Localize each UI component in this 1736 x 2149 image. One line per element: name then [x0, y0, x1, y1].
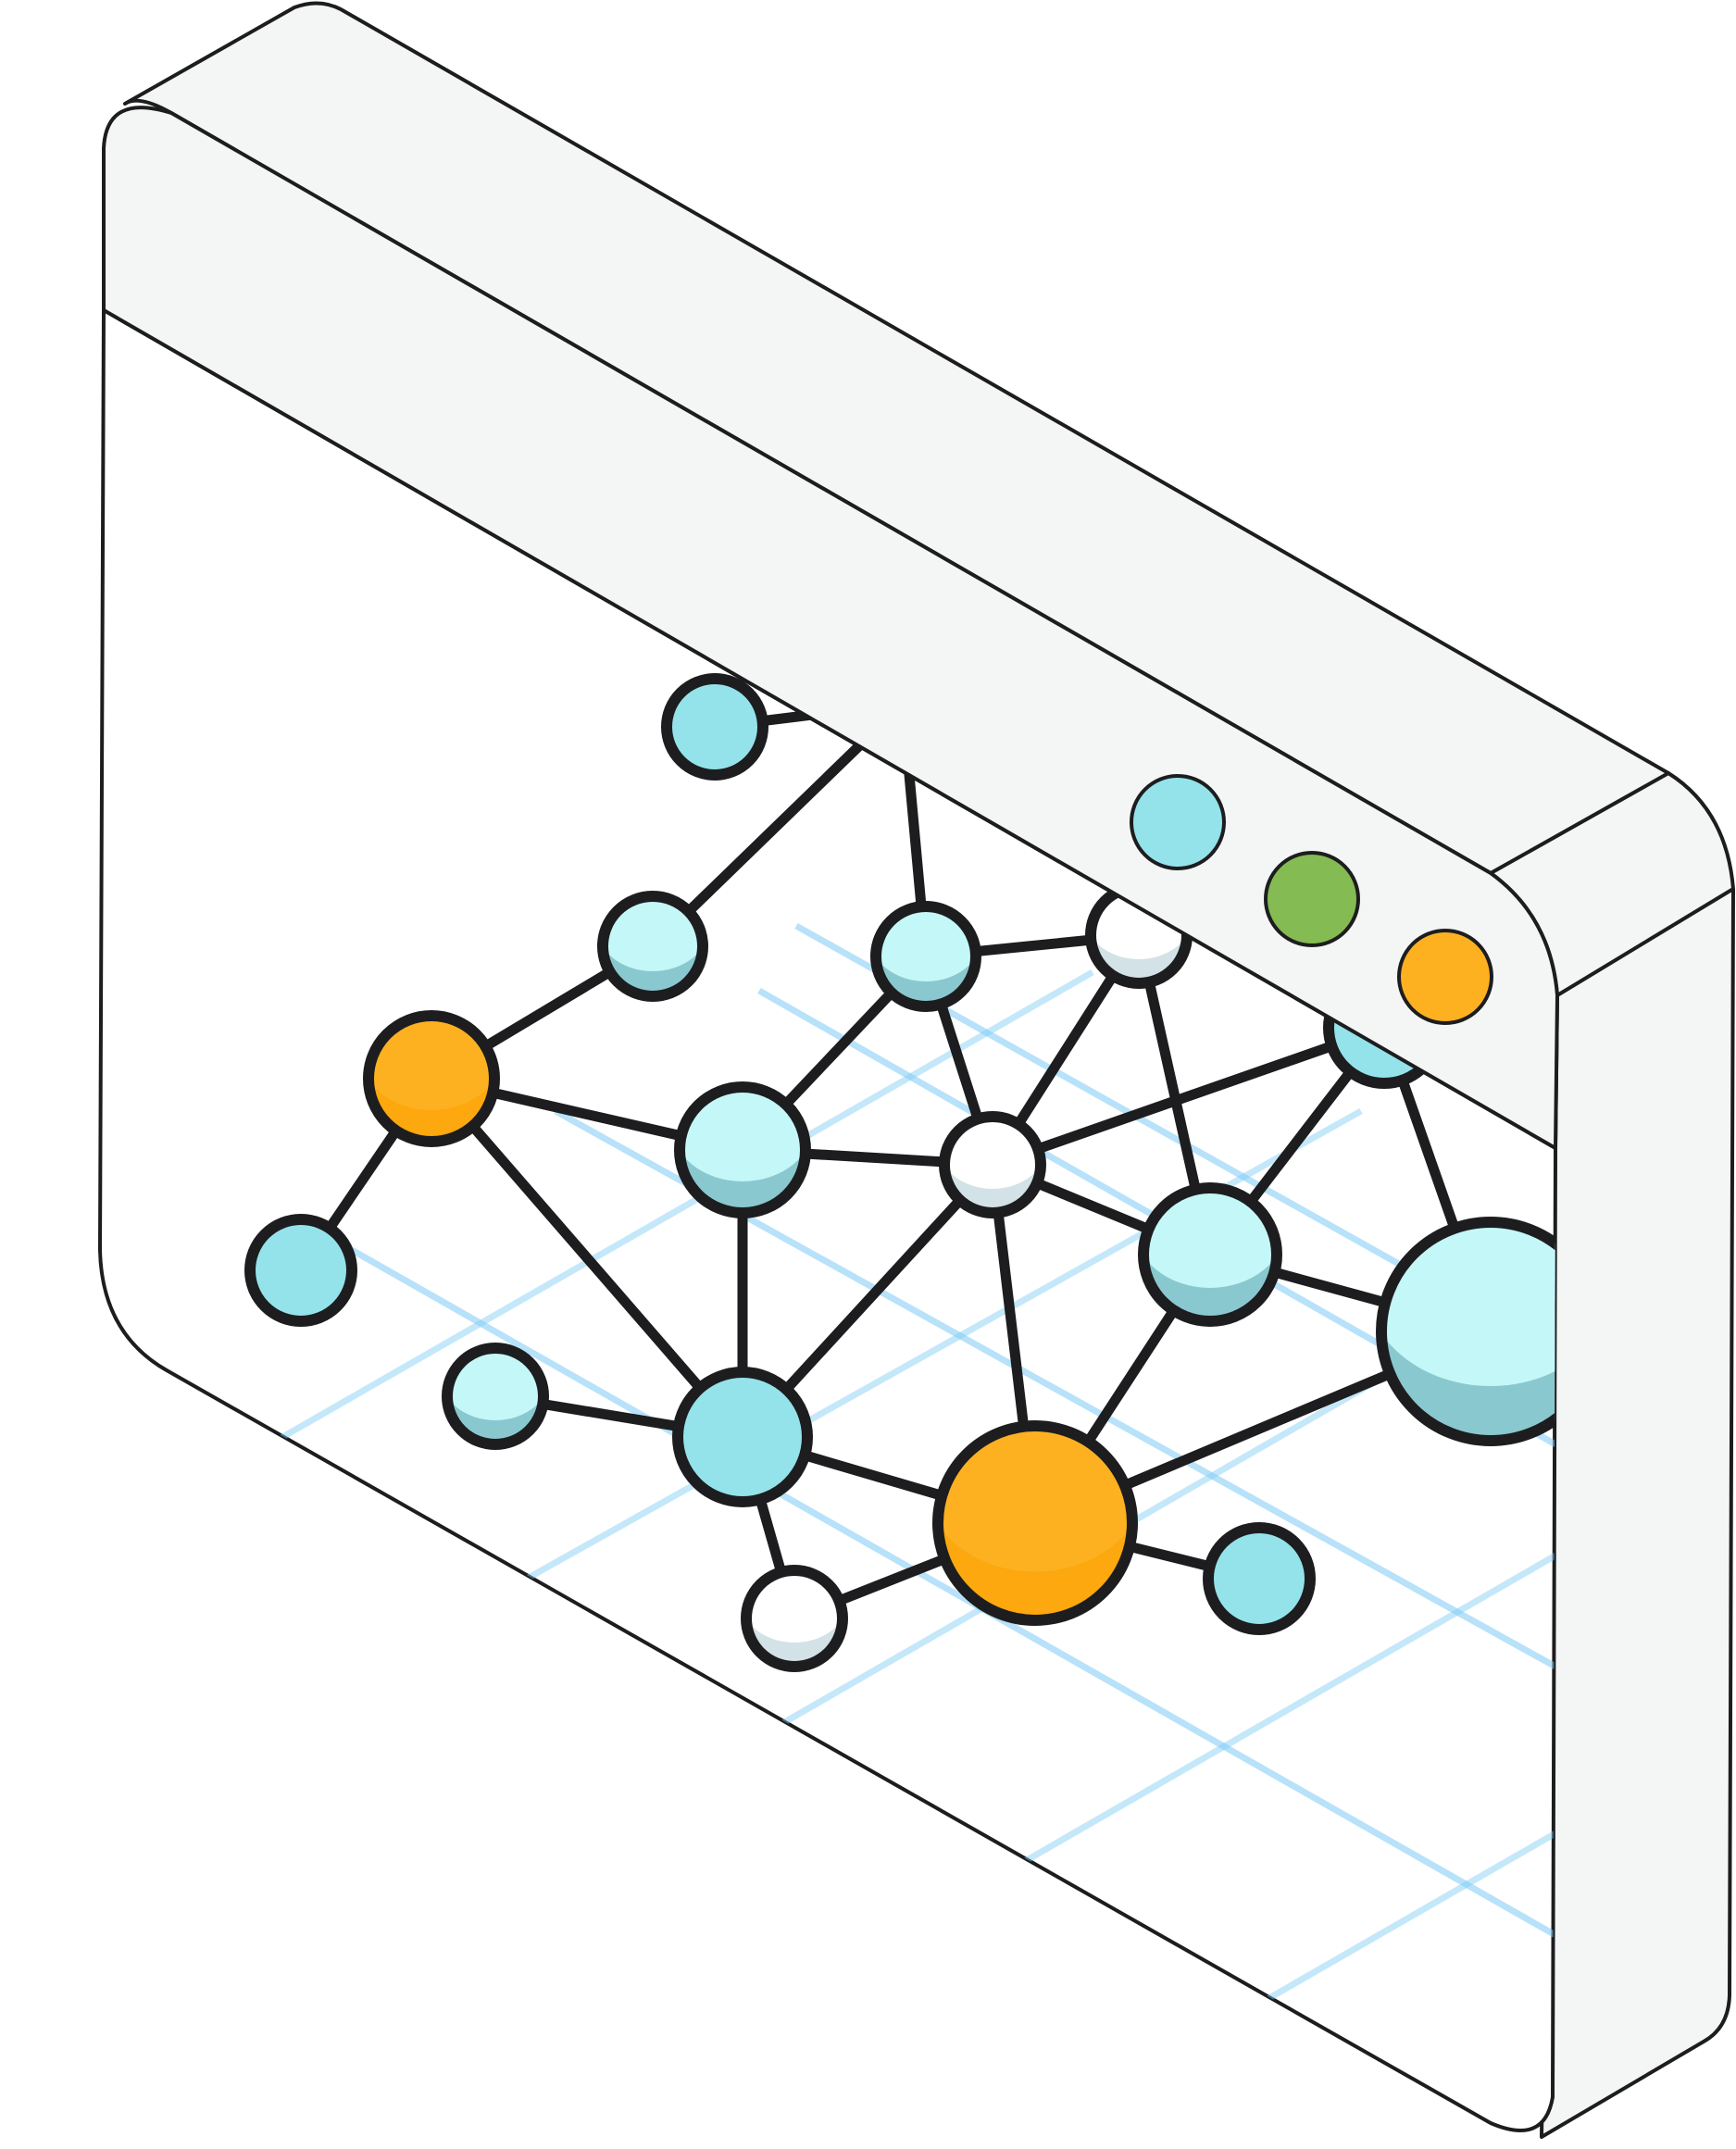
network-node-n3 [597, 891, 708, 1002]
network-node-n16 [741, 1565, 848, 1672]
network-edge-n6-n14 [426, 1073, 748, 1443]
network-node-n4 [870, 901, 981, 1012]
window-title-bar [102, 106, 1559, 1150]
window-control-orange[interactable] [1397, 929, 1493, 1025]
network-node-n7 [244, 1214, 357, 1327]
network-node-n1 [661, 673, 768, 781]
network-node-n11 [442, 1343, 549, 1450]
grid-line [1007, 1552, 1555, 1874]
window-screen [98, 308, 1557, 2132]
grid-line [350, 1246, 1555, 1939]
network-node-n9 [939, 1111, 1046, 1218]
window-side-edge [1555, 887, 1735, 997]
network-edge-n9-n10 [987, 1022, 1390, 1170]
grid-line [1248, 1830, 1555, 2013]
window-top-edge [123, 1, 1670, 875]
window-control-green[interactable] [1264, 851, 1360, 947]
network-node-n14 [672, 1367, 813, 1507]
window-control-blue[interactable] [1130, 774, 1226, 870]
network-node-n17 [1203, 1522, 1316, 1635]
